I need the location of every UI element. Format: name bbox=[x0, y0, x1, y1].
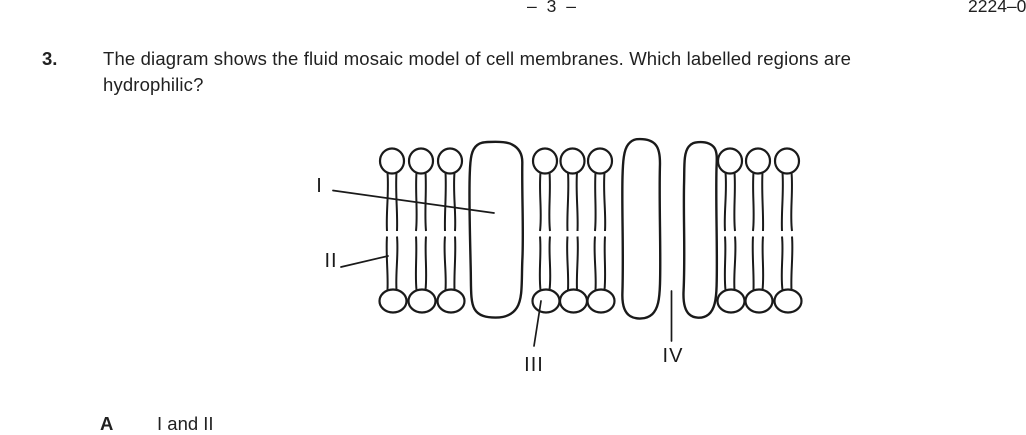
protein-shape-middle bbox=[621, 137, 662, 320]
phospholipid-tail bbox=[443, 172, 447, 232]
phospholipid-tail bbox=[733, 172, 736, 232]
phospholipid-head-top bbox=[716, 147, 744, 175]
diagram-label-IV: IV bbox=[663, 345, 684, 367]
phospholipid-head-bottom bbox=[716, 288, 746, 314]
phospholipid-tail bbox=[548, 172, 551, 232]
phospholipid-tail bbox=[385, 172, 389, 232]
phospholipid-tail bbox=[780, 236, 784, 291]
phospholipid-head-bottom bbox=[378, 288, 408, 314]
phospholipid-head-bottom bbox=[436, 288, 466, 314]
phospholipid-tail bbox=[575, 236, 579, 291]
phospholipid-tail bbox=[538, 172, 542, 232]
protein-shape-right bbox=[682, 140, 719, 319]
phospholipid-tail bbox=[385, 236, 389, 291]
page-number: – 3 – bbox=[527, 0, 576, 16]
phospholipid-tail bbox=[594, 172, 597, 232]
question-text-line-1: The diagram shows the fluid mosaic model… bbox=[103, 48, 852, 69]
protein-layer bbox=[468, 137, 719, 320]
phospholipid-head-bottom bbox=[531, 288, 561, 314]
phospholipid-head-bottom bbox=[407, 288, 437, 314]
option-a-letter: A bbox=[100, 413, 114, 434]
phospholipid-head-top bbox=[436, 147, 464, 175]
question-number: 3. bbox=[42, 48, 58, 69]
phospholipid-tail bbox=[575, 172, 579, 232]
diagram-label-III: III bbox=[524, 354, 544, 376]
phospholipid-tail bbox=[752, 172, 755, 232]
membrane-diagram: I II III IV bbox=[316, 137, 803, 376]
phospholipid-tail bbox=[538, 236, 542, 291]
phospholipid-tail bbox=[548, 236, 552, 291]
phospholipid-head-top bbox=[531, 147, 559, 175]
protein-shape-left bbox=[468, 140, 525, 319]
label-line-II bbox=[340, 255, 389, 268]
phospholipid-head-bottom bbox=[744, 288, 774, 314]
phospholipid-tail bbox=[603, 172, 607, 232]
phospholipid-tail bbox=[593, 236, 597, 291]
phospholipid-tail bbox=[780, 172, 784, 232]
phospholipid-tail bbox=[453, 236, 457, 291]
diagram-label-I: I bbox=[316, 175, 323, 197]
paper-code: 2224–0 bbox=[968, 0, 1026, 16]
phospholipid-head-bottom bbox=[586, 288, 616, 314]
phospholipid-layer bbox=[378, 147, 803, 314]
diagram-label-II: II bbox=[324, 250, 337, 272]
phospholipid-tail bbox=[566, 236, 570, 291]
pointer-lines bbox=[332, 189, 673, 347]
phospholipid-tail bbox=[443, 236, 447, 291]
phospholipid-tail bbox=[395, 172, 399, 232]
phospholipid-head-bottom bbox=[558, 288, 589, 314]
phospholipid-tail bbox=[453, 172, 457, 232]
phospholipid-head-top bbox=[407, 147, 435, 175]
option-a-text: I and II bbox=[157, 413, 214, 434]
question-text-line-2: hydrophilic? bbox=[103, 74, 204, 95]
phospholipid-tail bbox=[761, 172, 765, 232]
phospholipid-tail bbox=[414, 236, 418, 291]
phospholipid-tail bbox=[733, 236, 737, 291]
phospholipid-tail bbox=[761, 236, 765, 291]
phospholipid-head-bottom bbox=[773, 288, 803, 314]
label-line-I bbox=[332, 189, 495, 214]
phospholipid-head-top bbox=[586, 147, 614, 175]
phospholipid-head-top bbox=[773, 147, 801, 175]
phospholipid-tail bbox=[723, 172, 727, 232]
phospholipid-head-top bbox=[744, 147, 772, 175]
phospholipid-tail bbox=[395, 236, 399, 291]
phospholipid-tail bbox=[790, 172, 794, 232]
label-line-III bbox=[533, 300, 542, 347]
phospholipid-tail bbox=[790, 236, 794, 291]
phospholipid-tail bbox=[603, 236, 607, 291]
phospholipid-head-top bbox=[559, 147, 586, 175]
phospholipid-tail bbox=[566, 172, 570, 232]
phospholipid-tail bbox=[424, 236, 428, 291]
phospholipid-tail bbox=[723, 236, 727, 291]
phospholipid-tail bbox=[751, 236, 755, 291]
phospholipid-head-top bbox=[378, 147, 406, 175]
phospholipid-tail bbox=[424, 172, 427, 232]
diagram-labels: I II III IV bbox=[316, 175, 684, 376]
